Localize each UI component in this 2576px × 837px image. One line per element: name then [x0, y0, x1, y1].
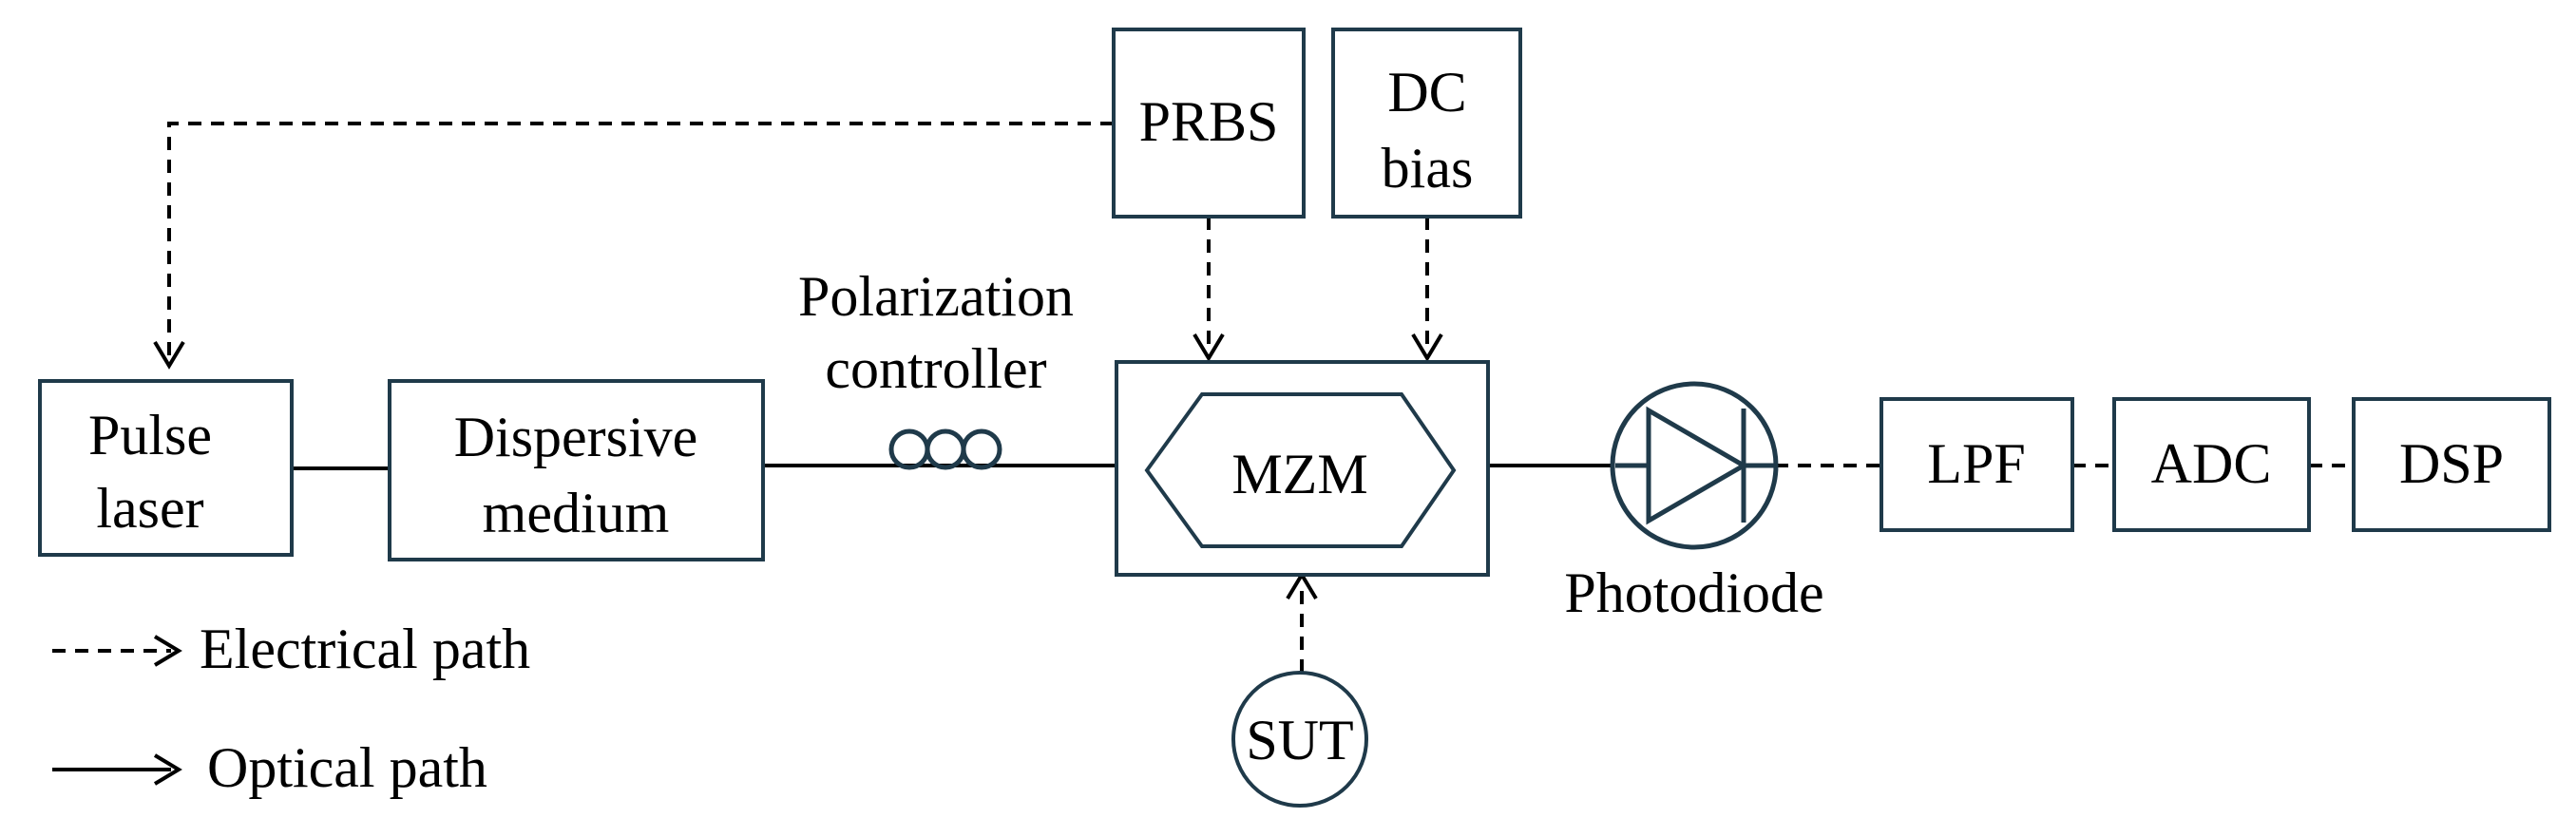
arrowhead-mzm-dc: [1411, 333, 1443, 362]
dc-bias-label-2: bias: [1382, 137, 1474, 200]
arrowhead-laser: [153, 340, 185, 370]
polarization-controller-label-1: Polarization: [798, 265, 1074, 328]
prbs-to-laser-path: [167, 122, 1114, 361]
mzm-block: MZM: [1115, 360, 1490, 577]
sut-label: SUT: [1246, 709, 1353, 771]
lpf-block: LPF: [1880, 397, 2074, 532]
pulse-laser-block: Pulse laser: [38, 379, 294, 557]
adc-block: ADC: [2112, 397, 2311, 532]
dc-bias-label-1: DC: [1387, 61, 1466, 124]
lpf-label: LPF: [1927, 432, 2025, 495]
dsp-label: DSP: [2399, 432, 2504, 495]
dispersive-medium-block: Dispersive medium: [388, 379, 765, 561]
legend: Electrical path Optical path: [52, 618, 530, 799]
dc-bias-block: DC bias: [1331, 28, 1522, 219]
mzm-hexagon: [1144, 392, 1457, 548]
polarization-controller-label-2: controller: [825, 337, 1046, 400]
dispersive-medium-label-1: Dispersive: [454, 406, 698, 468]
sut-block: SUT: [1231, 671, 1368, 808]
prbs-block: PRBS: [1112, 28, 1306, 219]
pulse-laser-label-2: laser: [96, 477, 203, 540]
legend-optical-arrowhead: [153, 753, 182, 786]
adc-label: ADC: [2151, 432, 2272, 495]
arrowhead-mzm-prbs: [1193, 333, 1225, 362]
photodiode-icon: [1610, 381, 1779, 550]
dsp-block: DSP: [2352, 397, 2551, 532]
legend-optical-label: Optical path: [207, 736, 487, 799]
legend-electrical-label: Electrical path: [200, 618, 530, 680]
photodiode-label: Photodiode: [1564, 561, 1823, 624]
polarization-controller-icon: [888, 428, 1002, 470]
dispersive-medium-label-2: medium: [483, 482, 670, 544]
prbs-label: PRBS: [1139, 90, 1279, 153]
pulse-laser-label-1: Pulse: [88, 404, 212, 466]
legend-electrical-arrowhead: [153, 635, 182, 667]
mzm-label: MZM: [1231, 443, 1367, 505]
